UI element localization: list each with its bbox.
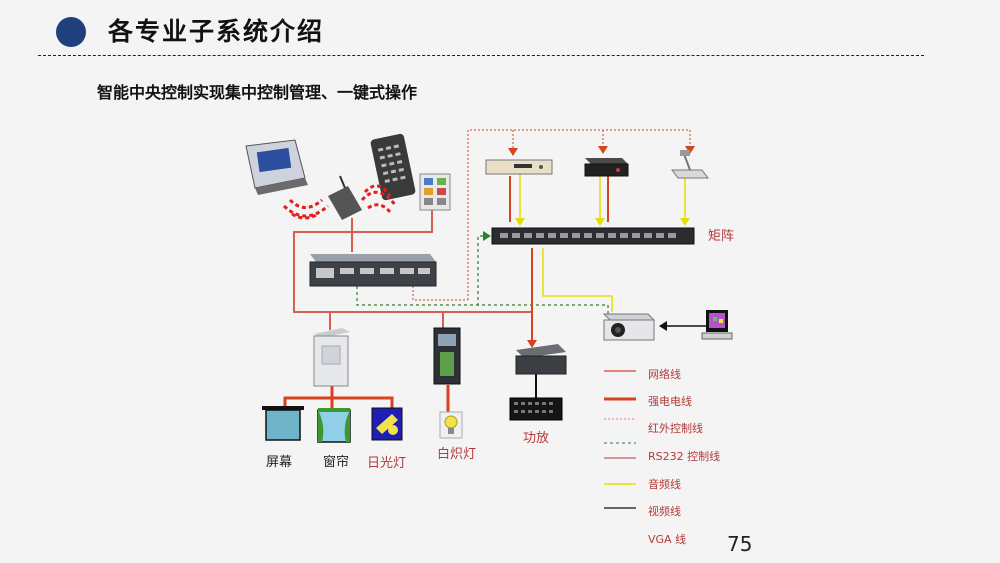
amplifier-rack-icon (509, 397, 563, 421)
ir-signal-waves (282, 184, 398, 220)
projection-screen-icon (262, 406, 304, 441)
projector-icon (602, 313, 656, 341)
legend-label-vga: VGA 线 (648, 532, 686, 546)
matrix-label: 矩阵 (708, 229, 734, 244)
dvd-player-icon (485, 159, 553, 175)
incandescent-lamp-label: 白炽灯 (437, 446, 476, 462)
daylight-lamp-label: 日光灯 (367, 456, 406, 471)
legend-label-rs232: RS232 控制线 (648, 449, 720, 463)
curtain-label: 窗帘 (323, 454, 349, 470)
central-controller-icon (309, 254, 437, 287)
legend-label-network: 网络线 (648, 367, 681, 381)
remote-control-icon (370, 133, 416, 201)
relay-module-icon (313, 328, 350, 387)
touch-panel-icon (245, 139, 308, 195)
legend-label-power: 强电电线 (648, 394, 692, 408)
legend-label-video: 视频线 (648, 504, 681, 518)
daylight-lamp-icon (371, 407, 403, 441)
legend-label-ir: 红外控制线 (648, 421, 703, 435)
page-title: 各专业子系统介绍 (108, 17, 325, 46)
page-subtitle: 智能中央控制实现集中控制管理、一键式操作 (97, 83, 418, 102)
legend: 网络线 强电电线 红外控制线 RS232 控制线 音频线 视频线 VGA 线 (604, 367, 720, 546)
document-camera-icon (671, 150, 709, 179)
page-number: 75 (727, 532, 753, 556)
title-bullet (56, 17, 86, 47)
computer-icon (701, 310, 733, 340)
dimmer-panel-icon (433, 327, 461, 385)
media-box-icon (584, 158, 629, 177)
wiring-lines (283, 129, 708, 412)
matrix-switcher-icon (491, 227, 695, 245)
amplifier-icon (515, 344, 567, 375)
curtain-icon (317, 408, 351, 443)
incandescent-bulb-icon (439, 411, 463, 439)
wall-keypad-icon (419, 173, 451, 211)
wireless-transceiver-icon (328, 175, 362, 220)
screen-label: 屏幕 (266, 455, 292, 470)
ir-line-top (467, 129, 691, 300)
amplifier-label: 功放 (523, 431, 549, 446)
legend-label-audio: 音频线 (648, 477, 681, 491)
title-divider (38, 55, 924, 56)
